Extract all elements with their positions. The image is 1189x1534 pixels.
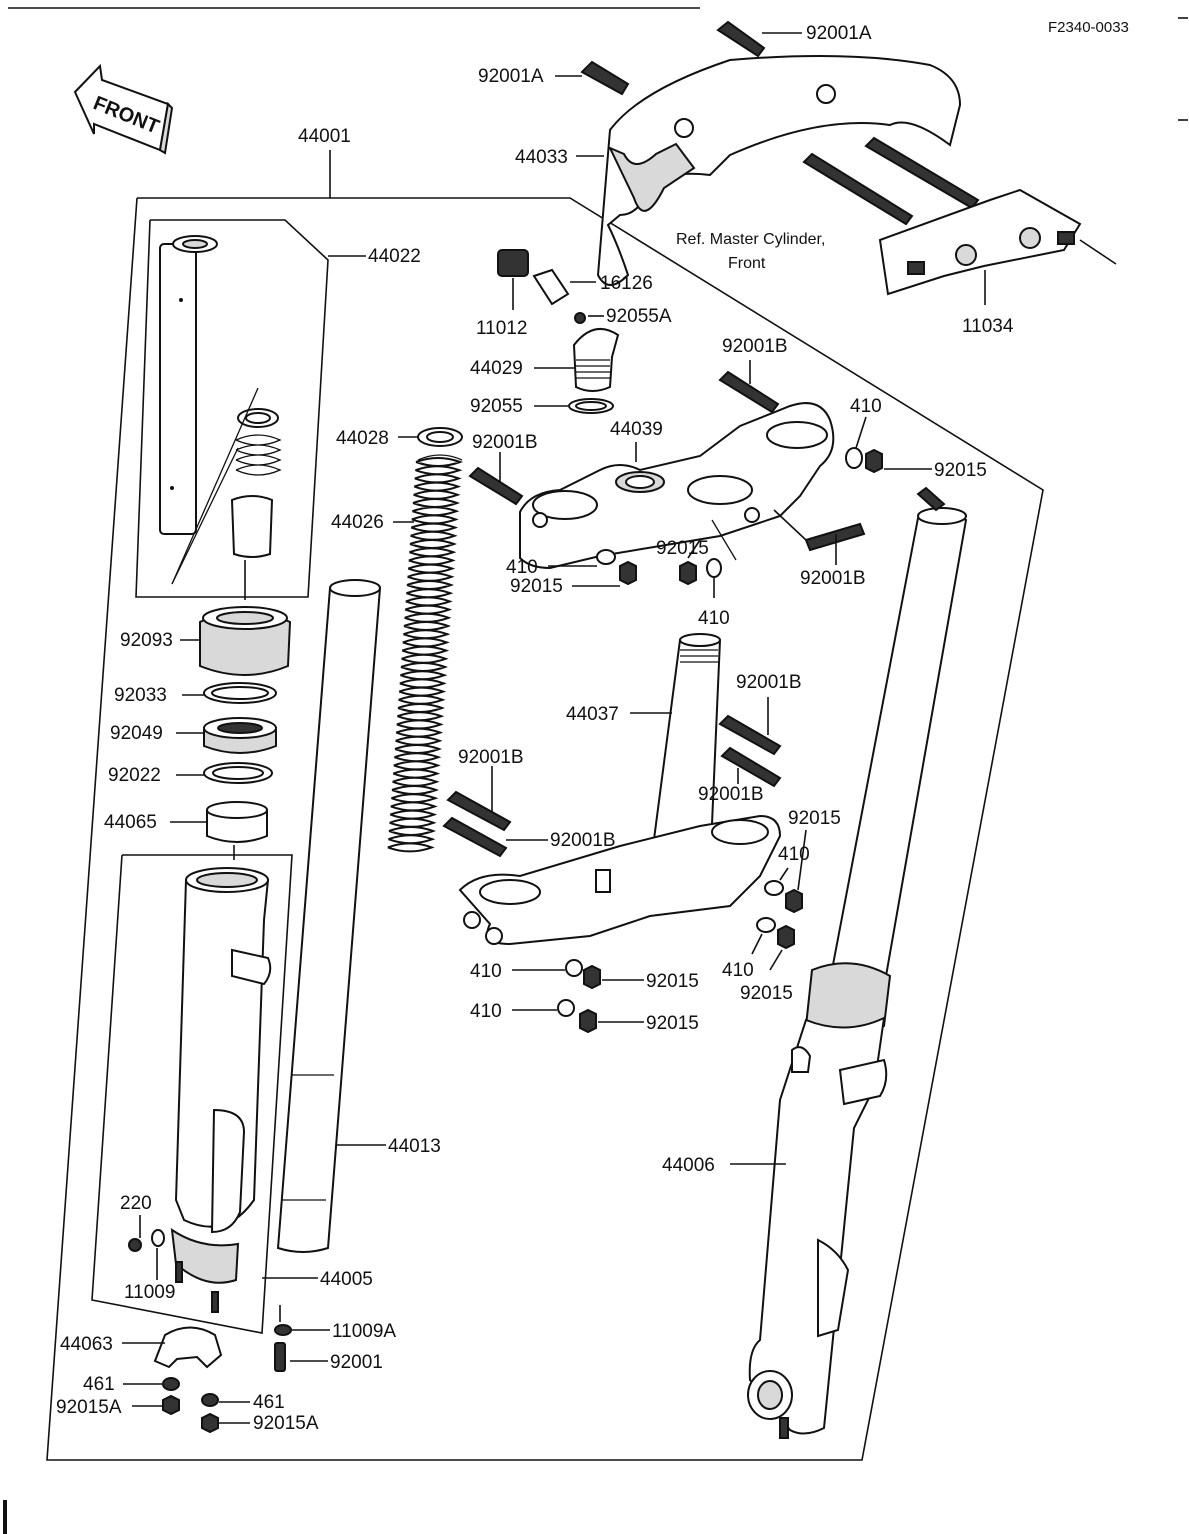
label-92015Ab: 92015A xyxy=(253,1413,319,1434)
label-44063: 44063 xyxy=(60,1334,113,1355)
label-11034: 11034 xyxy=(962,316,1014,337)
label-92049: 92049 xyxy=(110,723,163,744)
label-44005: 44005 xyxy=(320,1269,373,1290)
label-92001Bf: 92001B xyxy=(458,747,524,768)
outer-tube-44005: 44005 220 11009 xyxy=(91,854,373,1334)
label-410b: 410 xyxy=(506,557,538,578)
label-92015f: 92015 xyxy=(646,971,699,992)
ref-note-line2: Front xyxy=(728,255,766,272)
label-92001Bg: 92001B xyxy=(550,830,616,851)
cartridge-group-44022: 44022 xyxy=(135,219,421,598)
label-461b: 461 xyxy=(253,1392,285,1413)
rebound-spring-icon xyxy=(235,434,282,476)
label-410a: 410 xyxy=(850,396,882,417)
label-92055A: 92055A xyxy=(606,306,672,327)
fork-spring-44026: 44028 44026 xyxy=(331,427,463,853)
label-11009: 11009 xyxy=(124,1282,175,1303)
label-220: 220 xyxy=(120,1193,152,1214)
inner-tube-44013: 44013 xyxy=(276,579,441,1253)
spring-coil-icon xyxy=(387,457,463,853)
label-92001Ba: 92001B xyxy=(722,336,788,357)
label-410g: 410 xyxy=(470,1001,502,1022)
label-92015e: 92015 xyxy=(740,983,793,1004)
fork-cap-parts: 11012 16126 92055A 44029 92055 xyxy=(470,249,672,417)
label-44039: 44039 xyxy=(610,419,663,440)
label-92001Aa: 92001A xyxy=(806,23,872,44)
label-44022: 44022 xyxy=(368,246,421,267)
label-11009A: 11009A xyxy=(332,1321,396,1342)
handlebar-bracket-44033: 44033 92001A 92001A 11034 Ref. Master Cy… xyxy=(478,20,1117,337)
fork-seal-stack: 92093 92033 92049 92022 44065 xyxy=(104,560,292,860)
label-44029: 44029 xyxy=(470,358,523,379)
label-16126: 16126 xyxy=(600,273,653,294)
label-410c: 410 xyxy=(698,608,730,629)
upper-triple-clamp-44039: 44039 92001B 92001B 410 92015 410 92015 … xyxy=(468,336,987,629)
label-44001: 44001 xyxy=(298,126,351,147)
lower-triple-clamp-44037: 44037 92001B 92001B 92001B 92001B 92015 … xyxy=(442,633,841,1034)
label-44028: 44028 xyxy=(336,428,389,449)
label-92001Bd: 92001B xyxy=(736,672,802,693)
label-92001Be: 92001B xyxy=(698,784,764,805)
label-92001: 92001 xyxy=(330,1352,383,1373)
label-410d: 410 xyxy=(778,844,810,865)
label-92001Ab: 92001A xyxy=(478,66,544,87)
label-92001Bb: 92001B xyxy=(472,432,538,453)
label-44037: 44037 xyxy=(566,704,619,725)
label-44065: 44065 xyxy=(104,812,157,833)
label-92015g: 92015 xyxy=(646,1013,699,1034)
ref-note-line1: Ref. Master Cylinder, xyxy=(676,231,825,248)
assembly-outline-44001: 44001 xyxy=(46,126,1044,1461)
label-11012: 11012 xyxy=(476,318,527,339)
label-92015b: 92015 xyxy=(510,576,563,597)
label-92015c: 92015 xyxy=(656,538,709,559)
front-arrow-icon: FRONT xyxy=(73,63,174,155)
label-92001Bc: 92001B xyxy=(800,568,866,589)
label-92015a: 92015 xyxy=(934,460,987,481)
label-44013: 44013 xyxy=(388,1136,441,1157)
spring-coil-path xyxy=(387,457,463,853)
label-92055: 92055 xyxy=(470,396,523,417)
label-461a: 461 xyxy=(83,1374,115,1395)
label-44026: 44026 xyxy=(331,512,384,533)
figure-code: F2340-0033 xyxy=(1048,19,1129,36)
label-44006: 44006 xyxy=(662,1155,715,1176)
axle-clamp-hardware: 11009A 92001 44063 461 92015A 461 92015A xyxy=(56,1305,396,1434)
label-410f: 410 xyxy=(470,961,502,982)
label-92093: 92093 xyxy=(120,630,173,651)
label-92015Aa: 92015A xyxy=(56,1397,122,1418)
label-410e: 410 xyxy=(722,960,754,981)
label-44033: 44033 xyxy=(515,147,568,168)
label-92022: 92022 xyxy=(108,765,161,786)
fork-assembly-44006: 44006 xyxy=(662,486,968,1439)
label-92033: 92033 xyxy=(114,685,167,706)
label-92015d: 92015 xyxy=(788,808,841,829)
